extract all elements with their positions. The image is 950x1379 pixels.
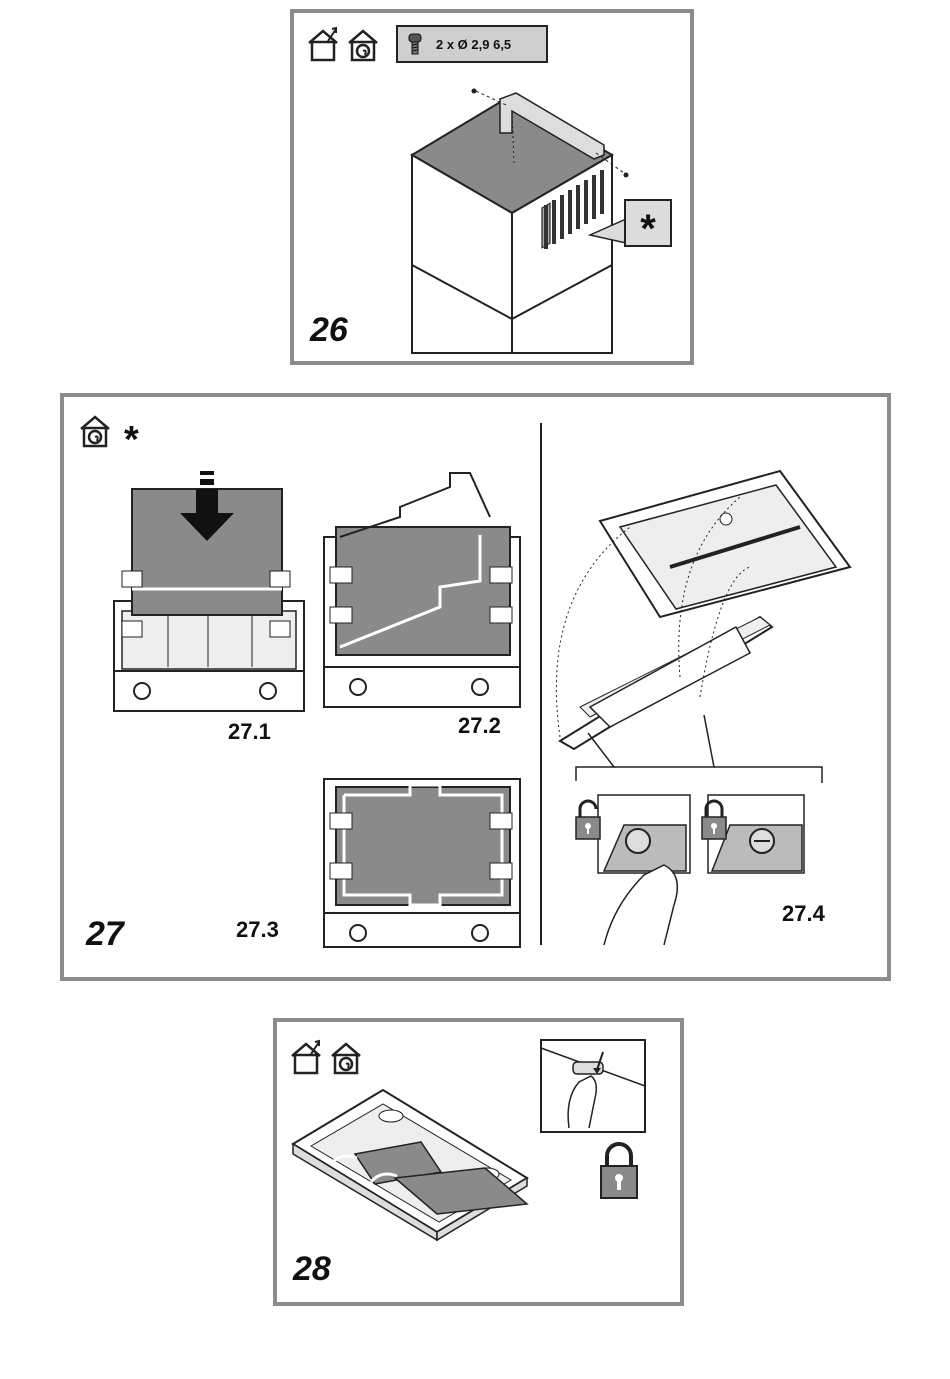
unlock-detail	[574, 795, 694, 945]
lock-detail	[700, 795, 812, 875]
header-asterisk: *	[124, 419, 139, 462]
figure-number-26: 26	[310, 311, 348, 350]
padlock-open-icon	[576, 801, 600, 839]
callout-asterisk-box: *	[624, 199, 672, 247]
padlock-closed-icon	[599, 1140, 639, 1200]
step-label-27-3: 27.3	[236, 917, 279, 943]
hood-filter-insert-27-3	[320, 773, 530, 953]
vertical-divider	[540, 423, 542, 945]
callout-asterisk: *	[640, 207, 656, 251]
step-label-27-2: 27.2	[458, 713, 501, 739]
exhaust-house-icon	[289, 1040, 323, 1076]
figure-26-panel: 2 x Ø 2,9 6,5	[290, 9, 694, 365]
figure-27-panel: * 27.1 27.2	[60, 393, 891, 981]
step-label-27-1: 27.1	[228, 719, 271, 745]
figure-28-panel: 28	[273, 1018, 684, 1306]
release-latch-detail	[539, 1038, 649, 1138]
hood-filter-insert-27-2	[320, 467, 530, 707]
figure-number-27: 27	[86, 915, 124, 954]
recirculation-house-icon	[78, 413, 112, 449]
hood-filter-insert-27-1	[108, 461, 308, 721]
detail-bracket	[574, 687, 834, 807]
hood-filter-removal	[291, 1082, 531, 1242]
recirculation-house-icon	[329, 1040, 363, 1076]
chimney-illustration	[294, 13, 698, 369]
figure-number-28: 28	[293, 1250, 331, 1289]
step-label-27-4: 27.4	[782, 901, 825, 927]
